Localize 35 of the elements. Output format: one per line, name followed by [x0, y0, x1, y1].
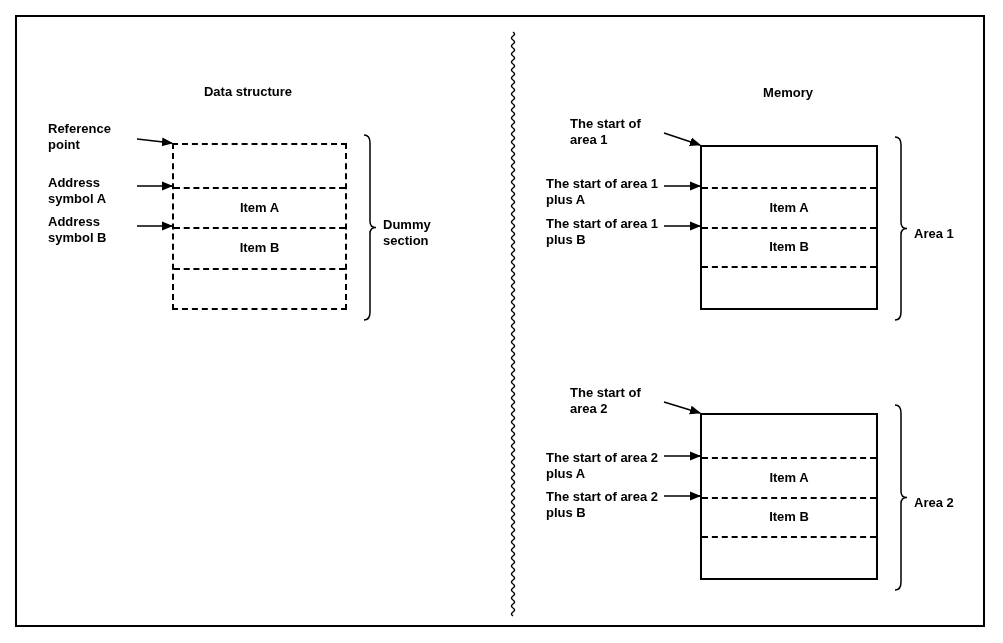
pointer-arrow [663, 491, 702, 501]
item-label: Item A [769, 469, 809, 487]
dummy-section-box [172, 143, 347, 310]
item-row [702, 497, 876, 538]
item-label: Item A [769, 199, 809, 217]
pointer-label: The start of area 1 plus A [546, 176, 660, 208]
column-heading: Data structure [203, 83, 293, 102]
pointer-label: Address symbol A [48, 175, 133, 207]
item-row [174, 227, 345, 270]
pointer-arrow [663, 401, 702, 415]
brace-label: Area 1 [914, 225, 955, 242]
pointer-label: The start of area 1 plus B [546, 216, 660, 248]
pointer-arrow [136, 221, 174, 231]
brace-label: Dummy section [383, 216, 432, 249]
brace-label: Area 2 [914, 494, 955, 511]
pointer-arrow [663, 181, 702, 191]
column-heading: Memory [763, 84, 813, 103]
pointer-arrow [136, 181, 174, 191]
pointer-label: Reference point [48, 121, 133, 153]
memory-area-box [700, 145, 878, 310]
pointer-label: The start of area 1 [570, 116, 660, 148]
pointer-arrow [663, 221, 702, 231]
item-label: Item B [239, 240, 280, 257]
pointer-arrow [663, 132, 702, 147]
memory-area-box [700, 413, 878, 580]
item-label: Item A [239, 199, 280, 217]
pointer-label: The start of area 2 [570, 385, 660, 417]
item-label: Item B [769, 509, 809, 526]
item-label: Item B [769, 239, 809, 256]
pointer-arrow [136, 137, 174, 147]
item-row [702, 227, 876, 268]
pointer-label: The start of area 2 plus B [546, 489, 660, 521]
pointer-arrow [663, 451, 702, 461]
pointer-label: The start of area 2 plus A [546, 450, 660, 482]
pointer-label: Address symbol B [48, 214, 133, 246]
